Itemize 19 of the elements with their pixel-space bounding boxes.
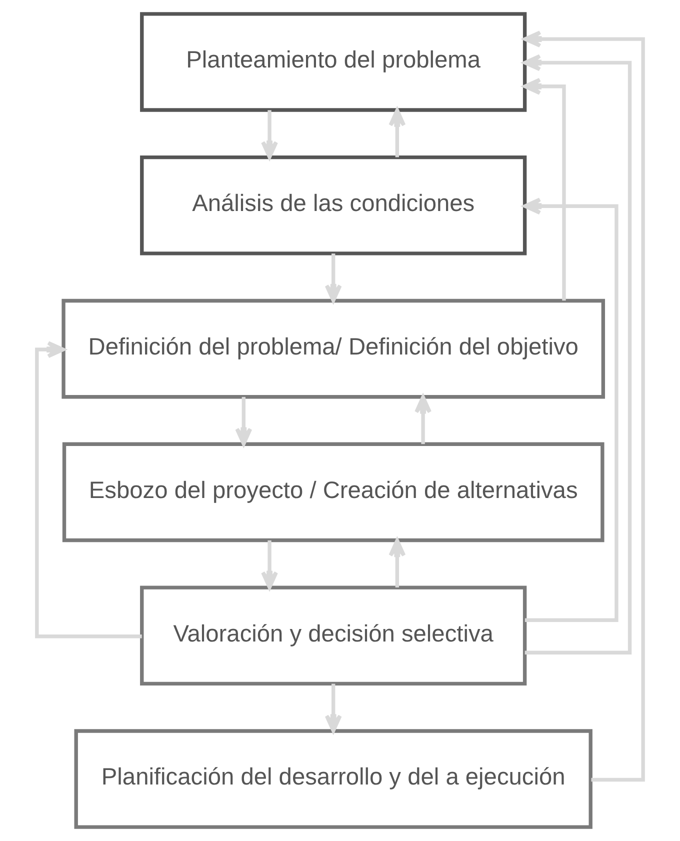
node-box: Análisis de las condiciones bbox=[140, 155, 527, 256]
arrow bbox=[261, 110, 278, 159]
node-box: Definición del problema/ Definición del objetivo bbox=[62, 298, 606, 399]
arrow bbox=[388, 538, 406, 588]
arrow bbox=[523, 78, 566, 301]
arrow bbox=[35, 341, 142, 638]
arrow bbox=[523, 198, 618, 622]
node-box: Planificación del desarrollo y del a ejecución bbox=[74, 729, 592, 829]
arrow bbox=[414, 395, 432, 444]
node-box: Esbozo del proyecto / Creación de alternativas bbox=[62, 442, 604, 542]
arrow bbox=[523, 54, 632, 654]
arrow bbox=[324, 684, 342, 733]
arrow bbox=[388, 108, 406, 158]
node-box: Planteamiento del problema bbox=[140, 12, 527, 112]
arrow bbox=[235, 396, 252, 446]
arrow bbox=[523, 30, 645, 782]
arrow bbox=[261, 540, 278, 590]
arrow bbox=[324, 254, 342, 302]
node-box: Valoración y decisión selectiva bbox=[140, 586, 527, 686]
